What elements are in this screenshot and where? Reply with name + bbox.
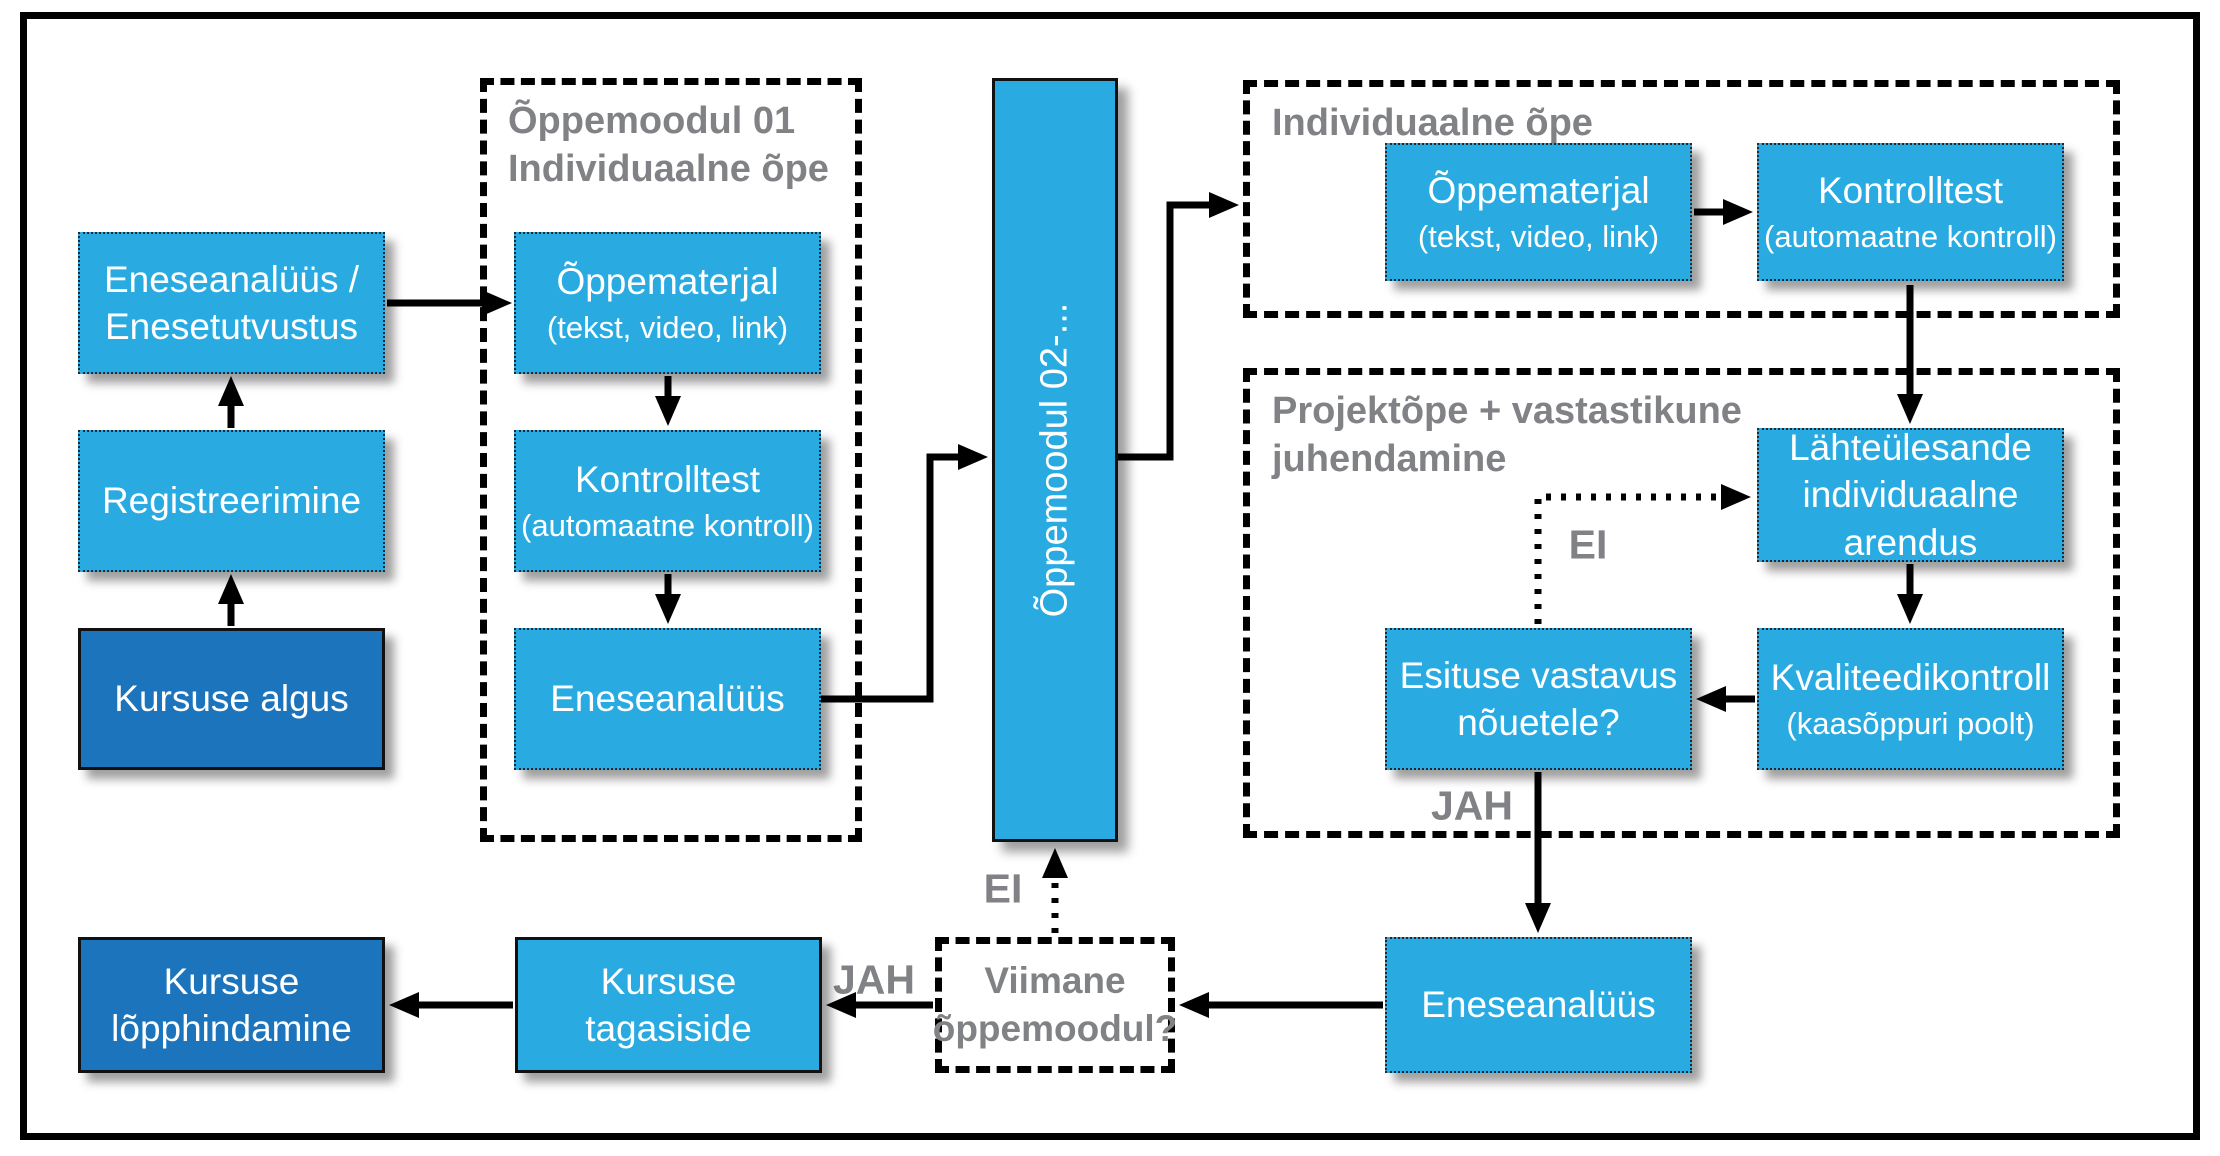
node-kursuse-algus: Kursuse algus [78, 628, 385, 770]
container-projektope-title: Projektõpe + vastastikune juhendamine [1272, 390, 1742, 480]
node-lahteulesande: Lähteülesande individuaalne arendus [1757, 427, 2064, 563]
node-sublabel: (kaasõppuri poolt) [1786, 705, 2035, 741]
node-m1-oppematerjal: Õppematerjal (tekst, video, link) [514, 232, 821, 374]
node-label: Kontrolltest [1817, 170, 2004, 212]
node-viimane-oppemoodul: Viimane õppemoodul? [933, 937, 1177, 1073]
node-esituse-vastavus: Esituse vastavus nõuetele? [1385, 628, 1692, 770]
node-sublabel: (tekst, video, link) [1417, 218, 1660, 254]
node-oppemoodul-02-label: Õppemoodul 02-... [1033, 302, 1076, 618]
node-m1-eneseanalyys: Eneseanalüüs [514, 628, 821, 770]
node-sublabel: (tekst, video, link) [546, 309, 789, 345]
node-m1-kontrolltest: Kontrolltest (automaatne kontroll) [514, 430, 821, 572]
node-oppemoodul-02: Õppemoodul 02-... [992, 78, 1118, 842]
node-sublabel: (automaatne kontroll) [521, 507, 814, 543]
node-label: Kontrolltest [574, 459, 761, 501]
node-registreerimine: Registreerimine [78, 430, 385, 572]
node-kursuse-tagasiside: Kursuse tagasiside [515, 937, 822, 1073]
label-ei-bottom: EI [983, 865, 1023, 912]
node-label: Õppematerjal [556, 261, 779, 303]
label-jah-bottom: JAH [832, 956, 916, 1003]
node-kvaliteedikontroll: Kvaliteedikontroll (kaasõppuri poolt) [1757, 628, 2064, 770]
container-individuaalne-ope-title: Individuaalne õpe [1272, 102, 1593, 144]
node-label: Õppematerjal [1427, 170, 1650, 212]
container-oppemoodul-01 [480, 78, 862, 842]
label-jah-project: JAH [1430, 782, 1514, 829]
node-kursuse-lopphindamine: Kursuse lõpphindamine [78, 937, 385, 1073]
container-projektope [1243, 368, 2120, 838]
node-label: Kvaliteedikontroll [1770, 657, 2051, 699]
label-ei-project: EI [1568, 521, 1608, 568]
container-individuaalne-ope [1243, 80, 2120, 318]
node-ind-kontrolltest: Kontrolltest (automaatne kontroll) [1757, 143, 2064, 281]
node-bottom-eneseanalyys: Eneseanalüüs [1385, 937, 1692, 1073]
node-sublabel: (automaatne kontroll) [1764, 218, 2057, 254]
node-ind-oppematerjal: Õppematerjal (tekst, video, link) [1385, 143, 1692, 281]
container-oppemoodul-01-title: Õppemoodul 01 Individuaalne õpe [508, 100, 829, 190]
node-eneseanalyys-enesetutvustus: Eneseanalüüs / Enesetutvustus [78, 232, 385, 374]
